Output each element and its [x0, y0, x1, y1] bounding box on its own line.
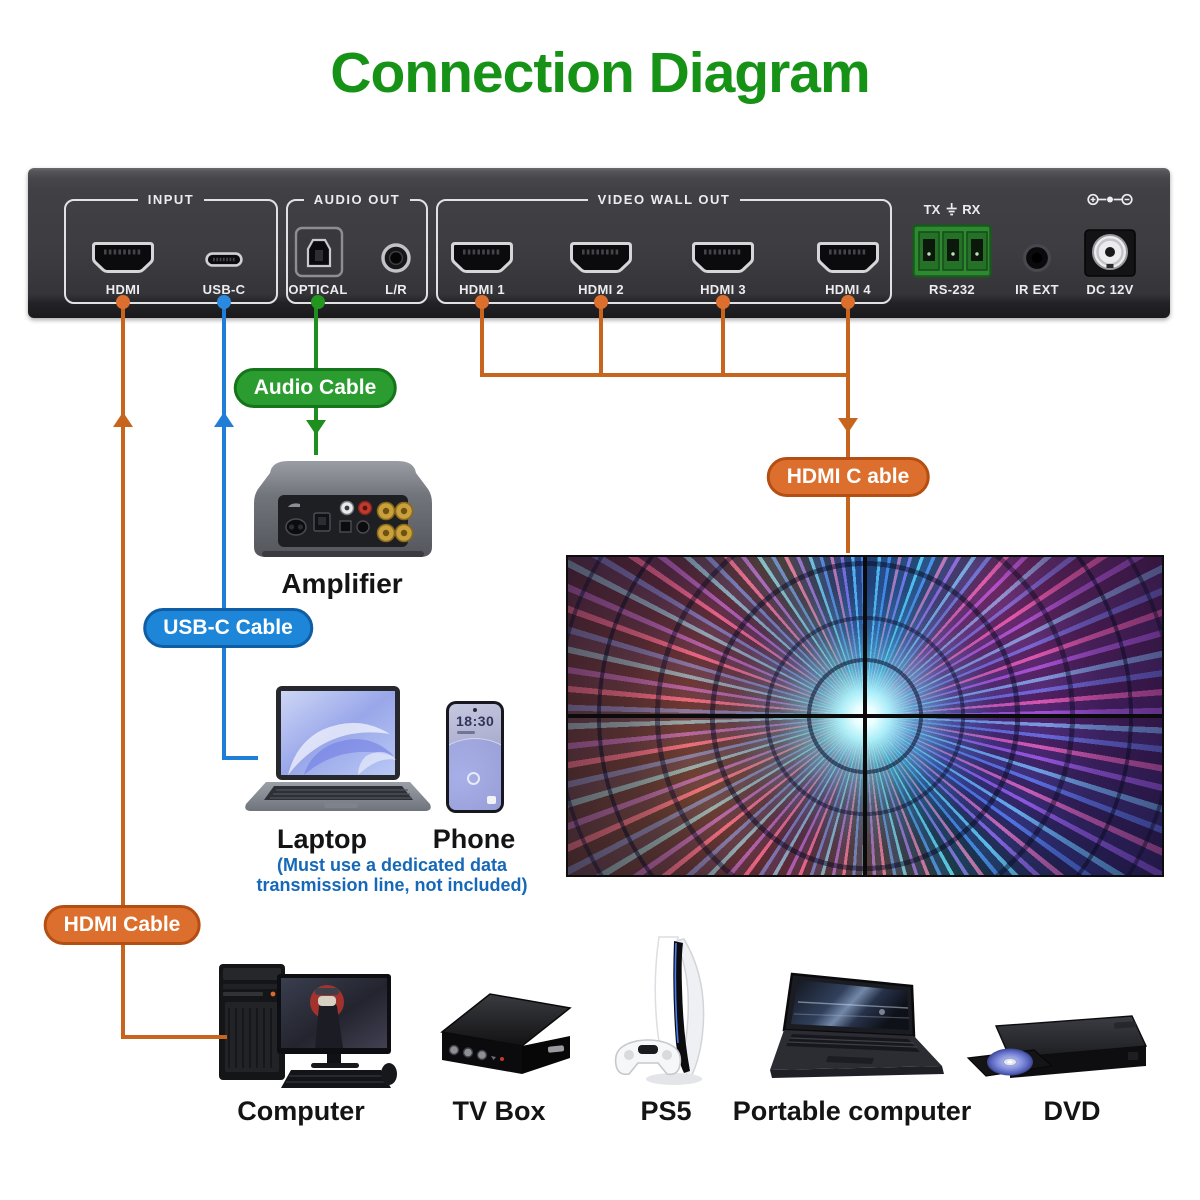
amplifier-label: Amplifier [281, 568, 403, 599]
hdmi1-port-icon [451, 242, 513, 273]
audio-out-group-box: AUDIO OUT [286, 192, 428, 304]
lr-label: L/R [385, 282, 407, 297]
laptop-image [238, 686, 438, 831]
phone-unlock-icon [487, 796, 496, 804]
portable-computer-label: Portable computer [732, 1096, 972, 1126]
rx-label: RX [962, 202, 981, 217]
hdmi2-dot [594, 295, 608, 309]
phone-camera-dot [473, 708, 477, 712]
optical-dot [311, 295, 325, 309]
tv-box-image [428, 986, 576, 1091]
note-line-2: transmission line, not included) [256, 875, 528, 895]
audio-out-group-label: AUDIO OUT [313, 192, 401, 207]
phone-label: Phone [432, 824, 516, 854]
usb-c-arrow-up [214, 412, 234, 427]
hdmi-out-arrow-down [838, 418, 858, 433]
ps5-label: PS5 [640, 1096, 692, 1126]
laptop-label: Laptop [277, 824, 367, 854]
video-wall-out-group-label: VIDEO WALL OUT [597, 192, 731, 207]
hdmi4-port-icon [817, 242, 879, 273]
hdmi-input-label: HDMI [105, 282, 141, 297]
ps5-image [612, 933, 727, 1098]
phone-image: 18:30 [446, 701, 504, 813]
usb-c-dot [217, 295, 231, 309]
ground-icon [946, 203, 957, 216]
rs232-label: RS-232 [929, 282, 975, 297]
ir-ext-jack-icon [1023, 244, 1051, 272]
phone-clock: 18:30 [456, 713, 495, 729]
hdmi-input-cable-vertical [121, 302, 125, 1039]
hdmi4-dot [841, 295, 855, 309]
hdmi2-label: HDMI 2 [578, 282, 624, 297]
dc-12v-label: DC 12V [1086, 282, 1134, 297]
audio-cable-pill: Audio Cable [233, 368, 397, 408]
lr-jack-icon [381, 243, 411, 273]
usb-c-cable-vertical [222, 302, 226, 760]
tv-box-label: TV Box [452, 1096, 546, 1126]
dvd-label: DVD [1043, 1096, 1101, 1126]
hdmi1-dot [475, 295, 489, 309]
tx-label: TX [923, 202, 941, 217]
hdmi3-cable-vertical [721, 302, 725, 377]
usb-c-cable-horizontal [222, 756, 258, 760]
dvd-player-image [962, 1008, 1148, 1095]
input-group-box: INPUT [64, 192, 278, 304]
usb-c-cable-pill: USB-C Cable [143, 608, 313, 648]
tx-ground-rx-label: TX RX [924, 202, 981, 217]
hdmi-c-able-pill: HDMI C able [766, 457, 930, 497]
dc-jack-icon [1084, 229, 1136, 277]
hdmi2-cable-vertical [599, 302, 603, 377]
hdmi2-port-icon [570, 242, 632, 273]
phone-ring-icon [467, 772, 480, 785]
usb-c-label: USB-C [202, 282, 246, 297]
note-line-1: (Must use a dedicated data [276, 855, 508, 875]
hdmi-input-dot [116, 295, 130, 309]
hdmi-input-arrow-up [113, 412, 133, 427]
hdmi3-dot [716, 295, 730, 309]
hdmi4-cable-vertical [846, 302, 850, 377]
hdmi-input-port-icon [92, 242, 154, 273]
audio-cable-arrow-down [306, 420, 326, 435]
hdmi4-label: HDMI 4 [825, 282, 871, 297]
matrix-device-panel: INPUT AUDIO OUT VIDEO WALL OUT HDMI USB-… [28, 168, 1170, 318]
portable-computer-image [762, 972, 947, 1092]
optical-label: OPTICAL [288, 282, 348, 297]
optical-port-icon [294, 226, 344, 278]
video-wall-horizontal-bezel [568, 714, 1162, 718]
page-title: Connection Diagram [330, 41, 870, 105]
phone-screen: 18:30 [449, 704, 501, 810]
hdmi3-label: HDMI 3 [700, 282, 746, 297]
ir-ext-label: IR EXT [1015, 282, 1059, 297]
video-wall-display [566, 555, 1164, 877]
hdmi1-label: HDMI 1 [459, 282, 505, 297]
hdmi-out-bus-horizontal [480, 373, 850, 377]
dc-polarity-icon [1087, 193, 1133, 206]
hdmi-cable-pill: HDMI Cable [43, 905, 201, 945]
computer-label: Computer [237, 1096, 365, 1126]
rs232-terminal-icon [912, 224, 992, 278]
amplifier-image [248, 455, 438, 572]
hdmi3-port-icon [692, 242, 754, 273]
input-group-label: INPUT [147, 192, 195, 207]
hdmi-input-cable-horizontal [121, 1035, 227, 1039]
hdmi1-cable-vertical [480, 302, 484, 377]
phone-date-bar [457, 731, 475, 734]
usb-c-port-icon [205, 252, 243, 267]
computer-image [215, 958, 400, 1101]
video-wall-out-group-box: VIDEO WALL OUT [436, 192, 892, 304]
